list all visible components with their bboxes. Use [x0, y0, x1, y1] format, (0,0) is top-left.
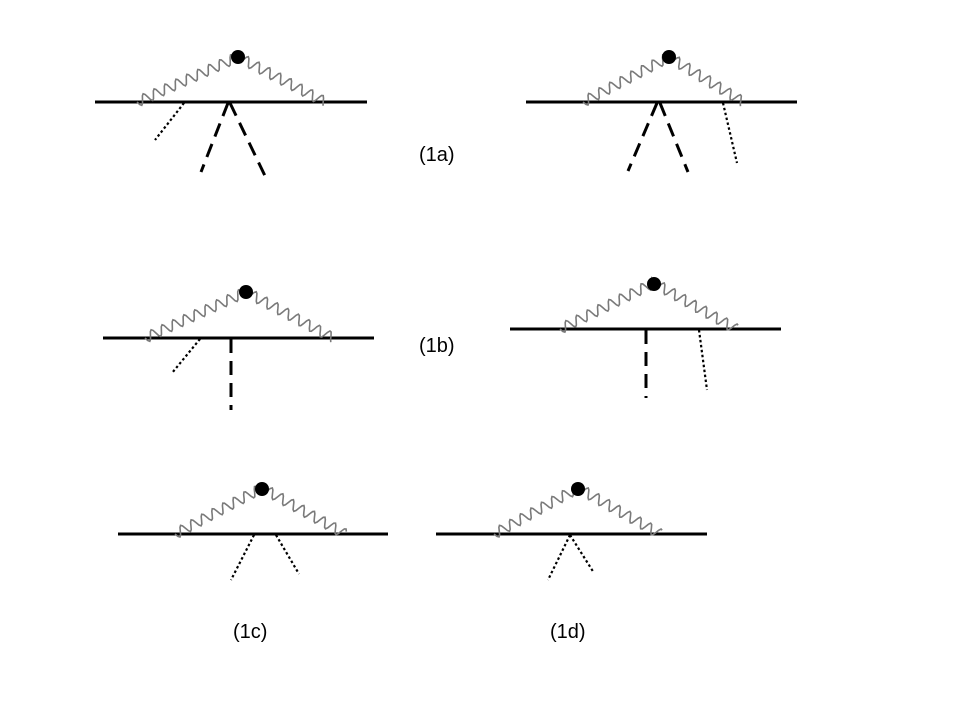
- diagram-1c: [118, 482, 388, 581]
- dashed-line: [626, 102, 659, 172]
- label-1a: (1a): [419, 144, 455, 166]
- dotted-line: [275, 534, 300, 575]
- vertex-dot: [255, 482, 269, 496]
- wavy-line: [144, 288, 332, 343]
- dotted-line: [721, 102, 739, 164]
- vertex-dot: [231, 50, 245, 64]
- dotted-line: [547, 534, 571, 581]
- wavy-line: [136, 54, 325, 107]
- diagram-1a-right: [526, 50, 797, 173]
- label-1d: (1d): [550, 621, 586, 643]
- label-1c: (1c): [233, 621, 267, 643]
- wavy-line: [582, 53, 743, 107]
- vertex-dot: [662, 50, 676, 64]
- dotted-line: [569, 534, 595, 574]
- vertex-dot: [647, 277, 661, 291]
- diagram-1b-right: [510, 275, 781, 398]
- label-1b: (1b): [419, 335, 455, 357]
- dotted-line: [154, 102, 185, 141]
- dashed-line: [228, 102, 269, 181]
- dotted-line: [230, 534, 255, 581]
- diagram-1d: [436, 482, 707, 581]
- dashed-line: [658, 102, 690, 173]
- dotted-line: [171, 338, 201, 374]
- dashed-line: [199, 102, 230, 173]
- vertex-dot: [571, 482, 585, 496]
- diagram-1b-left: [103, 285, 374, 410]
- dotted-line: [697, 329, 709, 391]
- vertex-dot: [239, 285, 253, 299]
- diagram-1a-left: [95, 50, 367, 181]
